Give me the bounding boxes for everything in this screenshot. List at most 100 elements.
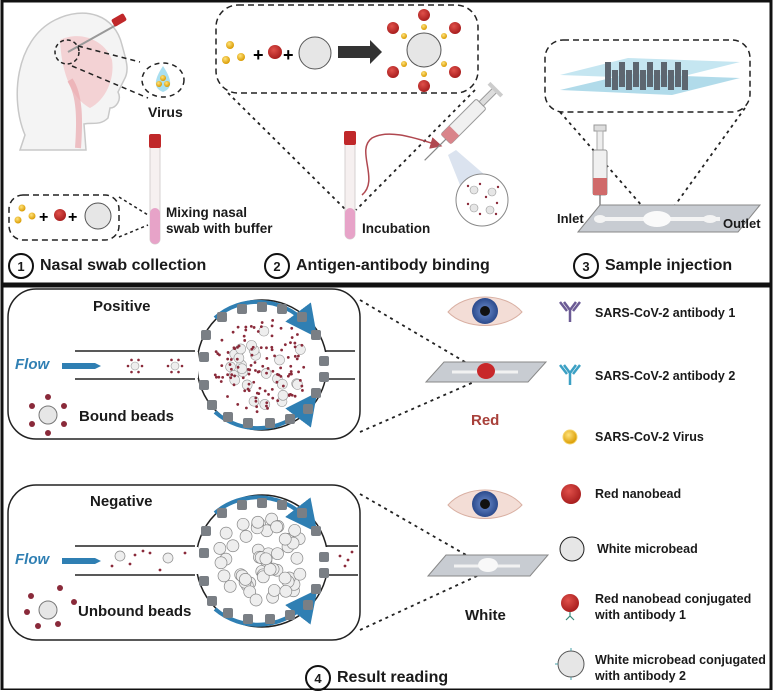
result-white-label: White bbox=[465, 607, 506, 624]
nanobead bbox=[256, 330, 260, 333]
negative-pillars bbox=[199, 498, 329, 624]
pillar bbox=[207, 596, 217, 606]
pillar bbox=[223, 412, 233, 422]
microbead bbox=[263, 563, 277, 576]
legend-antibody-1: SARS-CoV-2 antibody 1 bbox=[595, 306, 736, 320]
microbead bbox=[270, 520, 283, 534]
nanobead bbox=[255, 410, 259, 414]
nanobead bbox=[281, 384, 285, 388]
head-illustration bbox=[16, 12, 185, 151]
pillar bbox=[311, 584, 321, 594]
outlet-label: Outlet bbox=[723, 216, 761, 231]
microbead bbox=[239, 530, 253, 543]
nanobead bbox=[301, 389, 304, 392]
nanobead bbox=[214, 375, 218, 379]
nanobead bbox=[265, 404, 268, 408]
nanobead bbox=[279, 374, 283, 378]
microbead bbox=[233, 352, 245, 364]
microbead bbox=[130, 361, 140, 371]
microbead bbox=[292, 379, 303, 390]
pillar bbox=[199, 548, 209, 558]
nanobead bbox=[247, 382, 251, 386]
mixing-label-line2: swab with buffer bbox=[166, 221, 273, 236]
microbead bbox=[277, 390, 289, 401]
nanobead bbox=[237, 344, 241, 348]
nanobead bbox=[266, 406, 269, 410]
microbead bbox=[295, 344, 306, 355]
nanobead bbox=[231, 330, 235, 334]
nanobead bbox=[241, 376, 245, 380]
nanobead bbox=[133, 553, 137, 557]
legend-conjugated-microbead: White microbead conjugated with antibody… bbox=[595, 652, 766, 684]
pillar bbox=[243, 614, 253, 624]
nanobead bbox=[276, 399, 280, 403]
nanobead bbox=[338, 554, 342, 558]
syringe-2 bbox=[424, 81, 504, 161]
binding-zoom-box bbox=[215, 4, 479, 94]
nanobead bbox=[271, 318, 275, 322]
positive-title: Positive bbox=[93, 298, 151, 315]
pillar bbox=[303, 404, 313, 414]
microbead bbox=[274, 354, 285, 366]
nanobead bbox=[140, 364, 144, 368]
nanobead bbox=[220, 338, 224, 342]
nanobead bbox=[270, 324, 274, 328]
conjugated-nanobead-icon bbox=[561, 594, 579, 621]
nanobead bbox=[226, 395, 229, 398]
pillar bbox=[199, 352, 209, 362]
red-nanobead-icon bbox=[561, 484, 581, 504]
nanobead bbox=[236, 365, 240, 369]
nanobead bbox=[158, 568, 162, 572]
nanobead bbox=[293, 394, 297, 398]
pillar bbox=[265, 418, 275, 428]
nanobead bbox=[252, 326, 256, 329]
nanobead bbox=[261, 364, 265, 368]
pillar bbox=[277, 304, 287, 314]
eye-negative bbox=[447, 489, 523, 519]
nanobead bbox=[170, 370, 173, 374]
step-1-heading: 1 Nasal swab collection bbox=[8, 253, 206, 279]
microbead bbox=[290, 551, 304, 565]
pillar bbox=[217, 312, 227, 322]
unbound-bead-icon bbox=[24, 585, 77, 629]
nanobead bbox=[249, 324, 253, 328]
nanobead bbox=[216, 352, 220, 356]
pillar bbox=[201, 330, 211, 340]
pillar bbox=[199, 380, 209, 390]
mixing-label-line1: Mixing nasal bbox=[166, 205, 248, 220]
nanobead bbox=[280, 348, 284, 352]
svg-text:+: + bbox=[39, 209, 48, 226]
nanobead bbox=[244, 328, 248, 332]
nanobead bbox=[226, 351, 230, 354]
nanobead bbox=[217, 375, 221, 379]
nanobead bbox=[249, 364, 253, 367]
positive-pillars bbox=[199, 302, 329, 428]
sample-tube-2 bbox=[344, 131, 356, 240]
microfluidic-chip bbox=[576, 204, 762, 233]
pillar bbox=[311, 388, 321, 398]
nanobead bbox=[265, 371, 268, 375]
nanobead bbox=[350, 550, 354, 554]
nanobead bbox=[254, 396, 258, 400]
microbead bbox=[293, 567, 307, 581]
microbead bbox=[288, 524, 302, 537]
nanobead bbox=[110, 564, 114, 568]
nanobead bbox=[180, 364, 184, 368]
nanobead bbox=[213, 373, 217, 377]
microbead bbox=[214, 556, 228, 570]
nanobead bbox=[287, 393, 291, 397]
mix-zoom-box bbox=[8, 194, 120, 241]
sample-magnifier bbox=[455, 173, 509, 227]
nanobead bbox=[290, 326, 294, 330]
nanobead bbox=[130, 358, 133, 362]
nanobead bbox=[254, 399, 258, 403]
legend-conjugated-nanobead-line1: Red nanobead conjugated bbox=[595, 592, 752, 606]
legend-antibody-2: SARS-CoV-2 antibody 2 bbox=[595, 369, 736, 383]
nanobead bbox=[128, 562, 132, 566]
nanobead bbox=[255, 391, 259, 395]
flow-label-positive: Flow bbox=[15, 356, 50, 373]
pillar bbox=[243, 418, 253, 428]
nanobead bbox=[232, 383, 236, 387]
nanobead bbox=[289, 364, 293, 368]
nanobead bbox=[243, 339, 247, 342]
